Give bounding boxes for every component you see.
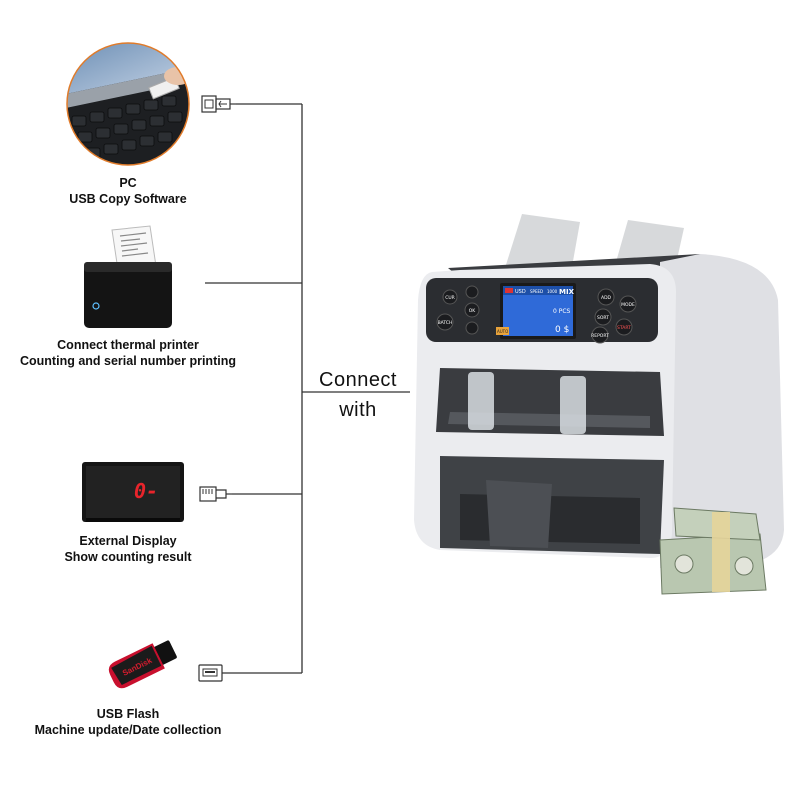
pc-subtitle: USB Copy Software — [69, 192, 187, 206]
pc-title: PC — [119, 176, 137, 190]
screen-speed-value: 1000 — [547, 289, 558, 294]
printer-subtitle: Counting and serial number printing — [20, 354, 236, 368]
flash-subtitle: Machine update/Date collection — [34, 723, 222, 737]
connect-line1: Connect — [319, 369, 397, 391]
thermal-printer-icon — [80, 222, 180, 332]
screen-mode: MIX — [559, 288, 575, 296]
screen-cur: USD — [515, 289, 526, 295]
btn-start: START — [617, 325, 631, 331]
usb-icon — [201, 95, 236, 113]
screen-pcs: 0 PCS — [553, 308, 571, 315]
money-bundles — [659, 507, 767, 595]
display-subtitle: Show counting result — [64, 550, 192, 564]
btn-sort: SORT — [597, 315, 609, 321]
screen-auto: AUTO — [497, 329, 508, 334]
rj45-icon — [199, 486, 232, 502]
btn-mode: MODE — [621, 302, 635, 308]
screen-amount: 0 $ — [555, 325, 569, 335]
laptop-image — [66, 42, 190, 166]
connect-with-label: Connect with — [308, 365, 408, 425]
display-readout: 0- — [134, 479, 158, 503]
display-caption: External Display Show counting result — [40, 533, 216, 565]
usb-port-icon — [198, 664, 223, 682]
pc-caption: PC USB Copy Software — [40, 175, 216, 207]
usb-flash-image: SanDisk — [104, 630, 190, 702]
external-display-image: 0- — [82, 462, 184, 526]
btn-report: REPORT — [591, 333, 609, 339]
flash-caption: USB Flash Machine update/Date collection — [26, 706, 230, 738]
btn-batch: BATCH — [438, 320, 453, 326]
display-title: External Display — [79, 534, 177, 548]
btn-ok: OK — [469, 308, 477, 314]
printer-title: Connect thermal printer — [57, 338, 199, 352]
printer-caption: Connect thermal printer Counting and ser… — [20, 337, 236, 369]
btn-add: ADD — [601, 295, 612, 301]
screen-speed: SPEED — [530, 289, 543, 294]
connect-line2: with — [339, 399, 377, 421]
flash-title: USB Flash — [96, 707, 160, 721]
btn-cur: CUR — [445, 295, 455, 301]
